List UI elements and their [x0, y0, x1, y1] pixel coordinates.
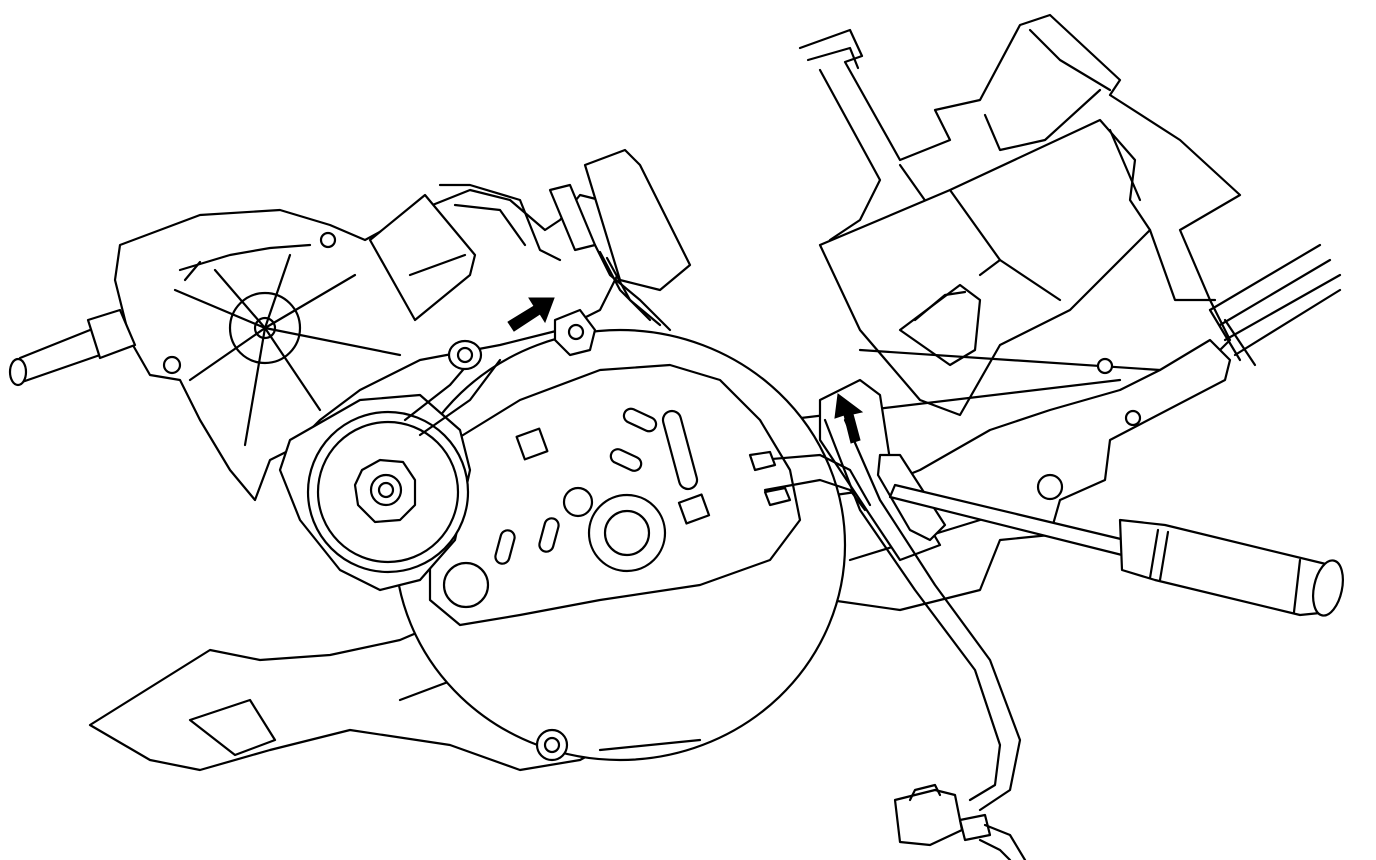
flat-screwdriver-icon: [888, 483, 1344, 617]
center-top-connector: [368, 148, 692, 332]
wire-connector: [893, 783, 1027, 860]
right-shaft-connector: [1148, 228, 1342, 367]
left-cable: [8, 308, 137, 387]
left-frame: [113, 188, 622, 502]
motor-assembly: [393, 328, 847, 762]
arrow-upper-icon: [507, 297, 555, 332]
arrow-lower-icon: [834, 393, 864, 444]
gear-housing: [278, 308, 597, 592]
switch-housing: [818, 118, 1152, 417]
turn-signal-lever-clip: [748, 378, 1022, 812]
